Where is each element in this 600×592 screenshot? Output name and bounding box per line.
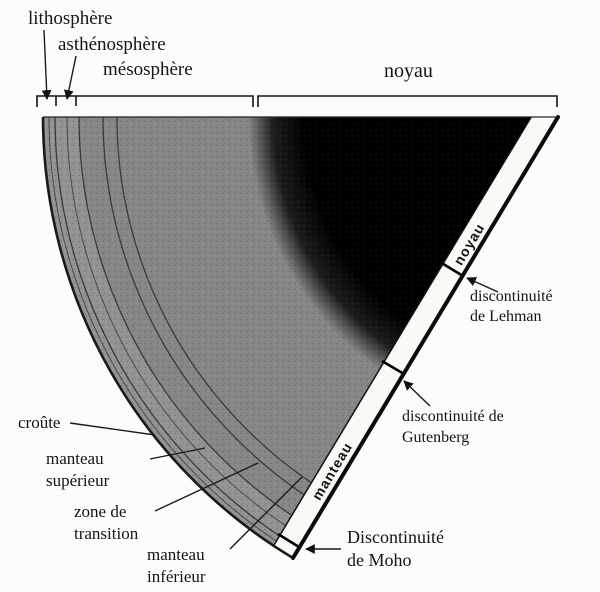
transition-zone-leader-line [154, 462, 259, 512]
edge-strip-inner-line [272, 117, 539, 547]
surface-arc-outline [41, 116, 294, 560]
edge-strip [273, 117, 558, 558]
noyau-top-label: noyau [384, 60, 433, 82]
transition-zone-label-line1: zone de [74, 502, 126, 521]
lower-mantle-leader-line [229, 476, 303, 550]
lower-mantle-label-line1: manteau [147, 545, 205, 564]
lehman-pointer [466, 277, 499, 293]
crust-label: croûte [18, 413, 60, 432]
gutenberg-label-line1: discontinuité de [402, 408, 504, 425]
transition-zone-label-line2: transition [74, 524, 139, 543]
mesosphere-label: mésosphère [103, 59, 193, 80]
right-edge-outline [291, 115, 560, 560]
moho-label-line2: de Moho [347, 550, 412, 570]
lithosphere-pointer [41, 29, 52, 100]
mantle-zones-bracket [36, 95, 254, 107]
lithosphere-label: lithosphère [28, 8, 112, 29]
lower-mantle-label-line2: inférieur [147, 567, 206, 586]
upper-mantle-label-line1: manteau [46, 449, 104, 468]
lehman-tick [439, 260, 464, 278]
crust-leader-line [69, 422, 156, 436]
lehman-label-line1: discontinuité [470, 288, 553, 305]
gutenberg-pointer [403, 380, 431, 407]
noyau-bracket [257, 95, 558, 107]
upper-mantle-label-line2: supérieur [46, 471, 110, 490]
lehman-label-line2: de Lehman [470, 308, 542, 325]
asthenosphere-pointer [64, 55, 77, 100]
asthenosphere-label: asthénosphère [58, 34, 166, 55]
gutenberg-tick [381, 359, 405, 376]
gutenberg-label-line2: Gutenberg [402, 429, 469, 446]
upper-mantle-leader-line [149, 447, 206, 460]
moho-tick [277, 532, 300, 549]
moho-label-line1: Discontinuité [347, 527, 444, 547]
